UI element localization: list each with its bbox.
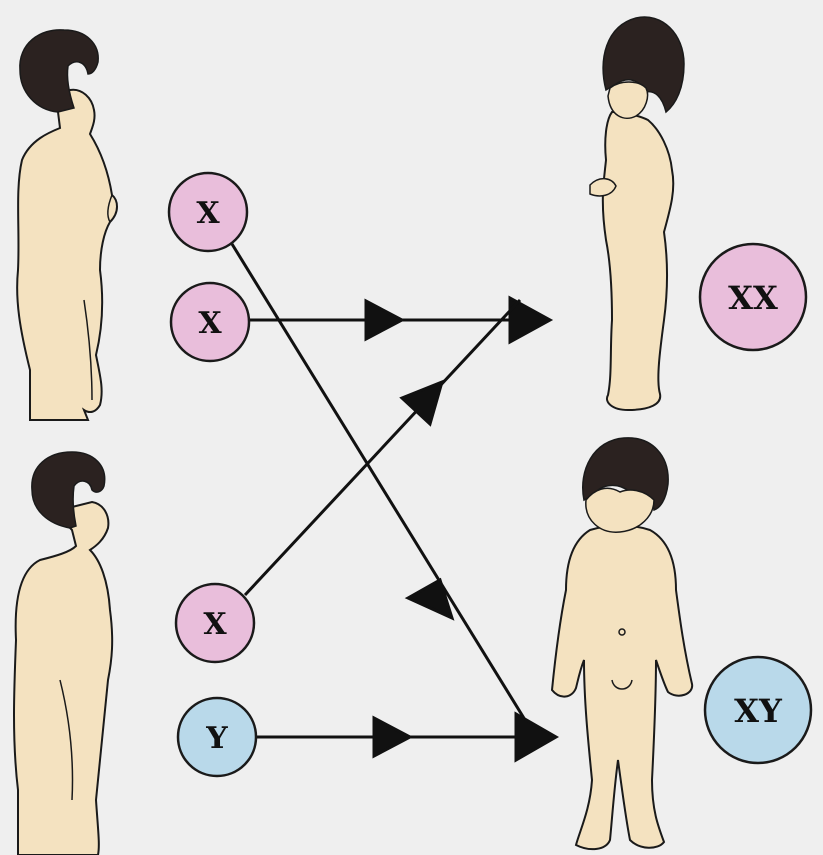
father-figure <box>13 451 114 855</box>
arrowhead-mid-1 <box>364 298 406 342</box>
arrowhead-end-1 <box>508 295 554 345</box>
father-chromosome-x: X <box>174 582 256 664</box>
arrowhead-end-2 <box>514 711 560 763</box>
arrowhead-mid-3 <box>404 577 455 621</box>
son-figure <box>550 437 694 851</box>
daughter-chromosomes-label: XX <box>728 279 778 317</box>
arrow-mother-x-to-son <box>230 243 532 729</box>
arrow-father-x-to-daughter <box>243 298 522 597</box>
daughter-figure <box>589 16 685 412</box>
mother-chromosome-x-top: X <box>167 171 249 253</box>
mother-chromosome-x-bottom-label: X <box>198 306 222 341</box>
inheritance-arrows <box>230 243 560 763</box>
father-hair <box>31 451 106 529</box>
arrowhead-mid-4 <box>372 715 414 759</box>
father-chromosome-y: Y <box>176 696 258 778</box>
mother-chromosome-x-top-label: X <box>196 196 220 231</box>
mother-hair <box>19 29 99 113</box>
arrowhead-mid-2 <box>399 379 445 427</box>
son-hair <box>582 437 669 511</box>
son-chromosomes-label: XY <box>734 692 783 730</box>
daughter-chromosomes-xx: XX <box>698 242 808 352</box>
son-chromosomes-xy: XY <box>703 655 813 765</box>
mother-figure <box>16 29 118 421</box>
father-chromosome-y-label: Y <box>205 721 228 756</box>
father-chromosome-x-label: X <box>203 607 227 642</box>
mother-chromosome-x-bottom: X <box>169 281 251 363</box>
